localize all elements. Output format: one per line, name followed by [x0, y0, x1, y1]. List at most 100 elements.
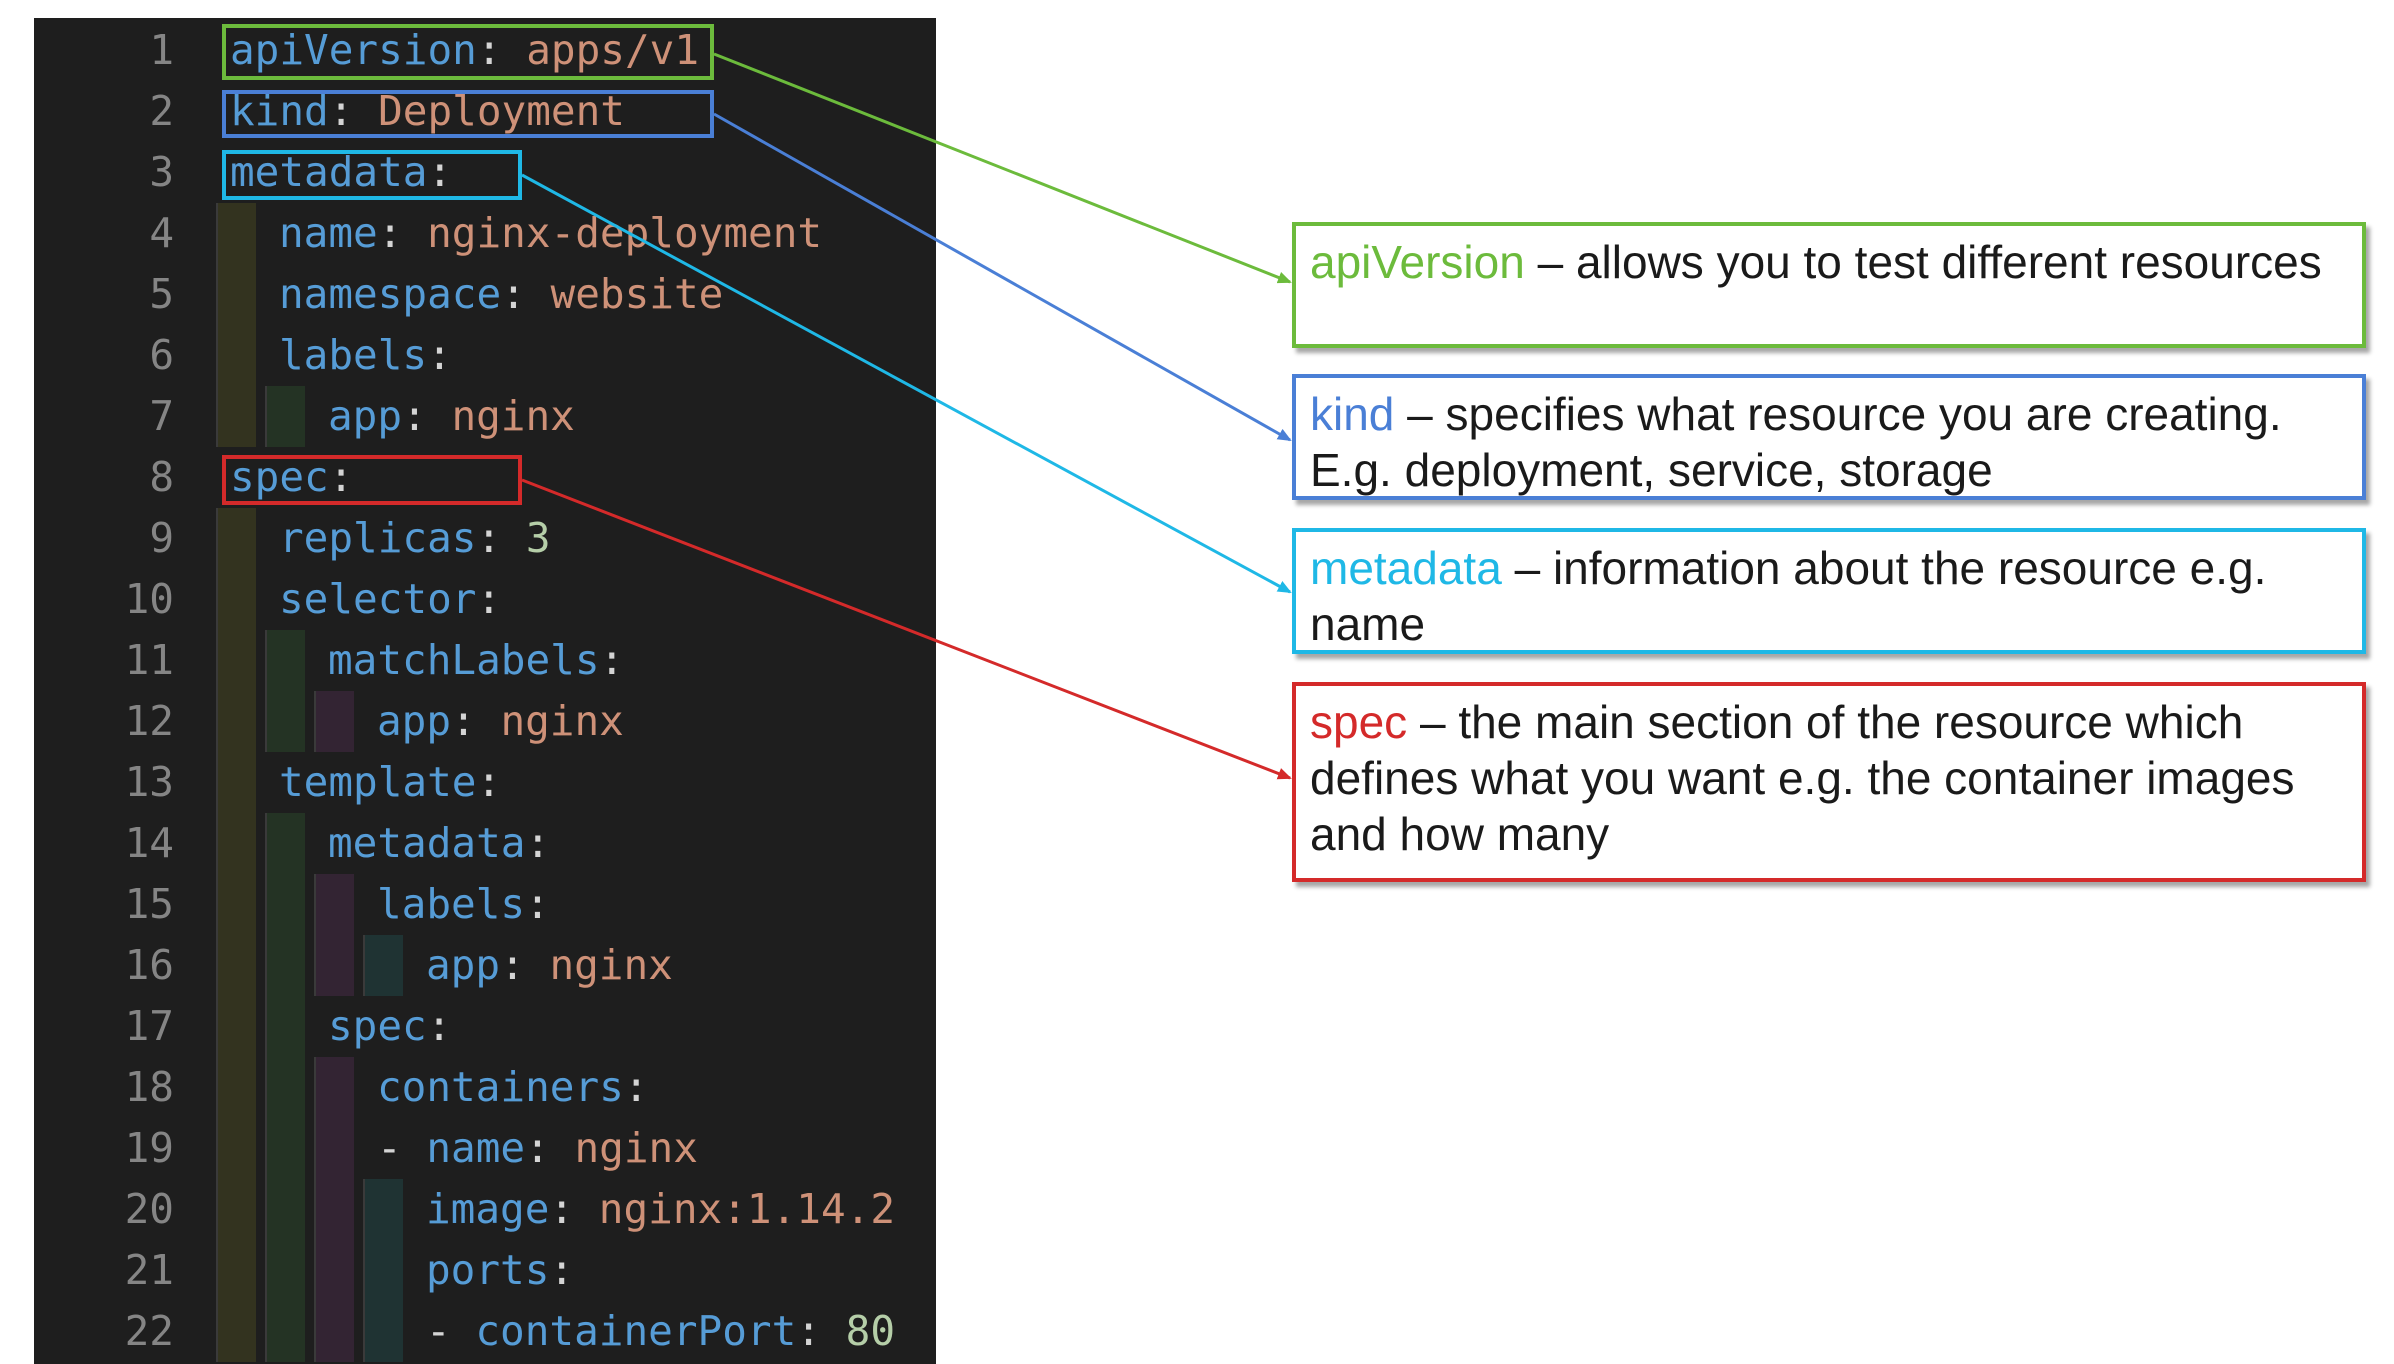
indent-guide — [216, 203, 256, 264]
indent-guide — [216, 264, 256, 325]
yaml-separator: : — [328, 453, 354, 501]
yaml-key: ports — [426, 1246, 550, 1294]
yaml-key: matchLabels — [328, 636, 600, 684]
yaml-separator: : — [427, 331, 452, 379]
yaml-value: 80 — [845, 1307, 896, 1355]
code-line: app: nginx — [328, 386, 575, 446]
yaml-separator: : — [451, 697, 501, 745]
code-line: metadata: — [230, 142, 452, 202]
yaml-separator: : — [427, 148, 453, 196]
code-line: image: nginx:1.14.2 — [426, 1179, 895, 1239]
callout-metadata-term: metadata — [1310, 542, 1502, 594]
yaml-value: nginx — [451, 392, 575, 440]
yaml-separator: : — [501, 270, 551, 318]
yaml-separator: : — [377, 209, 428, 257]
code-line: matchLabels: — [328, 630, 624, 690]
line-number: 20 — [124, 1185, 174, 1233]
code-line: namespace: website — [279, 264, 723, 324]
indent-guide — [314, 1301, 354, 1362]
indent-guide — [314, 874, 354, 935]
line-number: 13 — [124, 758, 174, 806]
indent-guide — [216, 1240, 256, 1301]
yaml-separator: : — [796, 1307, 846, 1355]
yaml-separator: : — [476, 514, 526, 562]
indent-guide — [265, 386, 305, 447]
indent-guide — [216, 1057, 256, 1118]
yaml-separator: : — [476, 758, 502, 806]
code-line: containers: — [377, 1057, 649, 1117]
yaml-separator: : — [476, 575, 502, 623]
yaml-key: labels — [279, 331, 428, 379]
yaml-key: metadata — [230, 148, 428, 196]
callout-kind-term: kind — [1310, 388, 1395, 440]
code-line: apiVersion: apps/v1 — [230, 20, 699, 80]
indent-guide — [265, 813, 305, 874]
indent-guide — [265, 874, 305, 935]
yaml-value: nginx — [500, 697, 624, 745]
yaml-key: app — [377, 697, 452, 745]
indent-guide — [216, 508, 256, 569]
yaml-separator: : — [599, 636, 625, 684]
yaml-key: name — [426, 1124, 526, 1172]
code-line: app: nginx — [377, 691, 624, 751]
yaml-separator: : — [623, 1063, 649, 1111]
indent-guide — [216, 691, 256, 752]
code-line: replicas: 3 — [279, 508, 551, 568]
indent-guide — [216, 1118, 256, 1179]
yaml-key: metadata — [328, 819, 526, 867]
line-number: 19 — [124, 1124, 174, 1172]
yaml-separator: : — [525, 880, 550, 928]
indent-guide — [314, 1240, 354, 1301]
line-number: 6 — [149, 331, 174, 379]
indent-guide — [216, 569, 256, 630]
yaml-separator: : — [525, 1124, 575, 1172]
yaml-key: containers — [377, 1063, 624, 1111]
line-number: 1 — [149, 26, 174, 74]
list-dash: - — [377, 1124, 427, 1172]
callout-kind-text: – specifies what resource you are creati… — [1310, 388, 2282, 496]
yaml-separator: : — [549, 1185, 599, 1233]
line-number: 5 — [149, 270, 174, 318]
indent-guide — [265, 1240, 305, 1301]
indent-guide — [216, 996, 256, 1057]
indent-guide — [363, 935, 403, 996]
yaml-key: namespace — [279, 270, 502, 318]
callout-spec-term: spec — [1310, 696, 1408, 748]
line-number: 10 — [124, 575, 174, 623]
code-line: kind: Deployment — [230, 81, 625, 141]
yaml-key: template — [279, 758, 477, 806]
code-line: app: nginx — [426, 935, 673, 995]
list-dash: - — [426, 1307, 476, 1355]
yaml-key: kind — [230, 87, 329, 135]
yaml-key: image — [426, 1185, 550, 1233]
yaml-key: selector — [279, 575, 477, 623]
yaml-value: website — [550, 270, 724, 318]
code-line: selector: — [279, 569, 501, 629]
line-number: 4 — [149, 209, 174, 257]
code-line: metadata: — [328, 813, 550, 873]
indent-guide — [216, 386, 256, 447]
yaml-value: nginx-deployment — [427, 209, 823, 257]
indent-guide — [265, 1301, 305, 1362]
indent-guide — [363, 1240, 403, 1301]
indent-guide — [216, 630, 256, 691]
yaml-value: nginx — [549, 941, 673, 989]
line-number: 11 — [124, 636, 174, 684]
indent-guide — [265, 691, 305, 752]
indent-guide — [363, 1301, 403, 1362]
yaml-key: spec — [230, 453, 329, 501]
code-line: - containerPort: 80 — [426, 1301, 895, 1361]
line-number: 18 — [124, 1063, 174, 1111]
yaml-key: spec — [328, 1002, 427, 1050]
callout-apiversion-term: apiVersion — [1310, 236, 1525, 288]
line-number: 22 — [124, 1307, 174, 1355]
indent-guide — [363, 1179, 403, 1240]
line-number: 16 — [124, 941, 174, 989]
indent-guide — [216, 1179, 256, 1240]
code-line: spec: — [230, 447, 353, 507]
indent-guide — [314, 691, 354, 752]
line-number: 2 — [149, 87, 174, 135]
code-line: labels: — [279, 325, 452, 385]
code-line: name: nginx-deployment — [279, 203, 822, 263]
code-line: template: — [279, 752, 501, 812]
